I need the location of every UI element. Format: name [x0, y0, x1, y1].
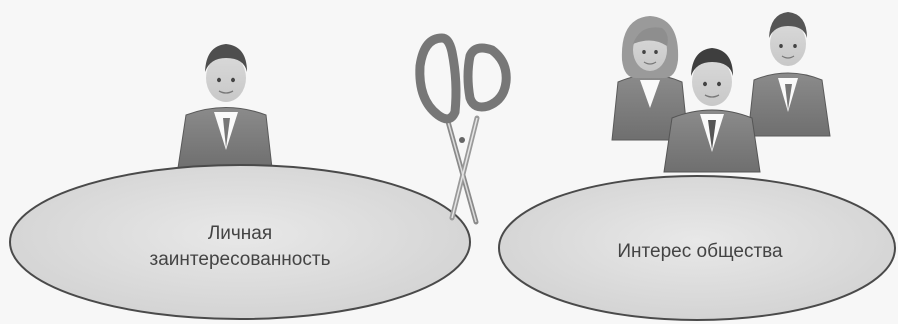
personal-interest-label: Личная заинтересованность	[110, 221, 370, 273]
businessman-icon	[178, 44, 272, 168]
scissors-icon	[420, 38, 506, 222]
public-interest-label: Интерес общества	[570, 239, 830, 265]
personal-interest-line-2: заинтересованность	[110, 247, 370, 273]
group-of-people-icon	[612, 12, 830, 172]
personal-interest-line-1: Личная	[110, 221, 370, 247]
man-figure-right	[748, 12, 830, 136]
